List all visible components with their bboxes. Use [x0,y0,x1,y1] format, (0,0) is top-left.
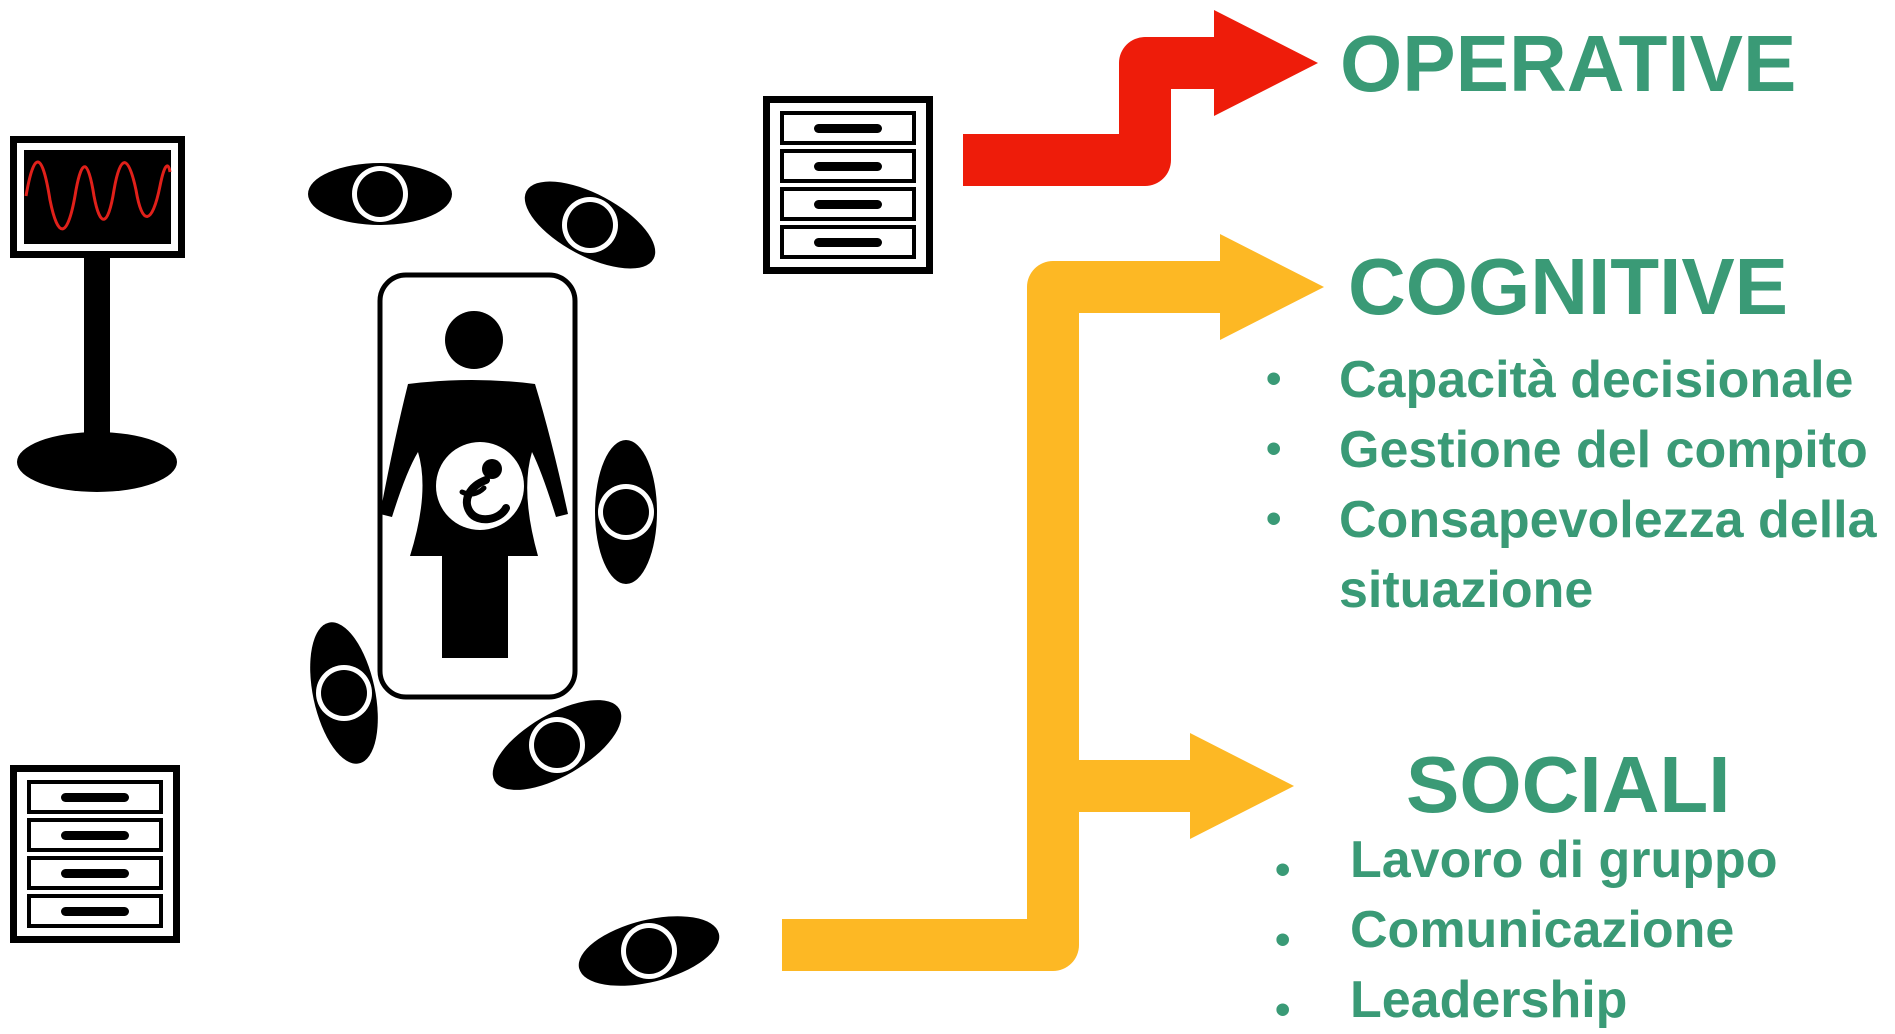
patient-monitor-icon [10,136,185,492]
operative-arrow [963,10,1318,186]
sociali-item: Lavoro di gruppo [1350,831,1778,889]
bullet-icon: • [1275,915,1291,964]
staff-member-icon [492,700,622,790]
cognitive-item: Consapevolezza della [1339,491,1877,549]
staff-member-icon [595,440,657,584]
sociali-title: SOCIALI [1406,740,1731,829]
staff-member-icon [308,163,452,225]
pregnant-patient-icon [380,311,568,658]
bullet-icon: • [1275,845,1291,894]
bullet-icon: • [1275,985,1291,1034]
cognitive-sociali-arrow [782,234,1324,971]
cognitive-item: Gestione del compito [1339,421,1868,479]
cognitive-title: COGNITIVE [1348,242,1789,331]
drawer-cabinet-icon [763,96,933,274]
cognitive-item: Capacità decisionale [1339,351,1854,409]
cognitive-item-continuation: situazione [1339,561,1594,619]
bullet-icon: • [1266,494,1282,543]
sociali-item: Leadership [1350,971,1628,1029]
staff-member-icon [578,916,720,986]
bullet-icon: • [1266,424,1282,473]
operative-title: OPERATIVE [1340,19,1797,108]
bullet-icon: • [1266,354,1282,403]
drawer-cabinet-icon [10,765,180,943]
sociali-item: Comunicazione [1350,901,1735,959]
staff-member-icon [310,622,378,764]
staff-member-icon [524,181,656,269]
